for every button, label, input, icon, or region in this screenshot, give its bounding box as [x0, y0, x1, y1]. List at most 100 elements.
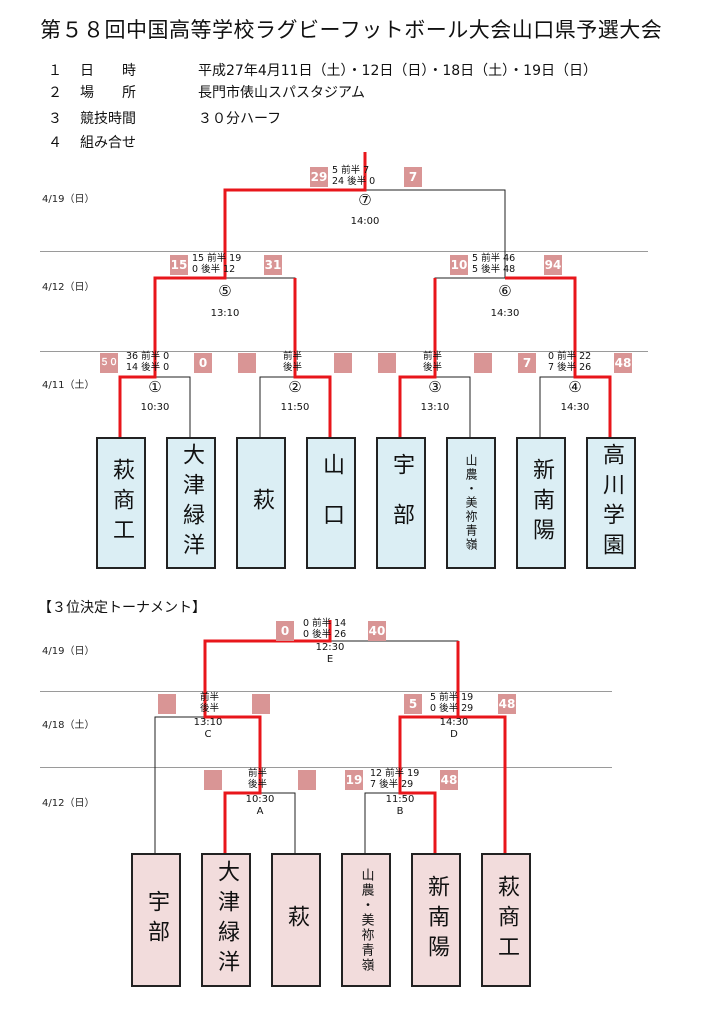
score-total-right: 0 — [194, 353, 212, 373]
info-label-venue: 場 所 — [80, 85, 136, 101]
score-total-left — [158, 694, 176, 714]
score-2h-right: 0 — [369, 176, 376, 187]
round-date-semifinal: 4/12（日） — [42, 282, 95, 293]
team-box: 宇部 — [376, 437, 426, 569]
match-code: C — [204, 729, 212, 740]
score-total-left — [204, 770, 222, 790]
info-value-venue: 長門市俵山スパスタジアム — [198, 85, 366, 101]
second-half-label: 後半 — [312, 629, 332, 640]
round-divider — [40, 351, 648, 352]
team-box: 山口 — [306, 437, 356, 569]
team-name: 宇部 — [389, 453, 414, 553]
first-half-label: 前半 — [423, 351, 443, 362]
team-box: 萩 — [271, 853, 321, 987]
round-divider — [40, 251, 648, 252]
second-half-label: 後半 — [200, 703, 220, 714]
second-half-label: 後半 — [283, 362, 303, 373]
score-total-left: 15 — [170, 255, 188, 275]
first-half-label: 前半 — [439, 692, 459, 703]
team-box: 萩商工 — [96, 437, 146, 569]
score-2h-right: 48 — [503, 264, 516, 275]
match-code: D — [450, 729, 458, 740]
score-1h-left: 5 — [332, 165, 339, 176]
match-time-value: 14:30 — [439, 717, 469, 728]
score-1h-right: 0 — [163, 351, 170, 362]
info-label-duration: 競技時間 — [80, 111, 136, 127]
info-value-duration: ３０分ハーフ — [198, 111, 282, 127]
team-name: 新南陽 — [529, 458, 554, 548]
half-scores: 前半後半 — [248, 768, 267, 790]
score-2h-left: 0 — [303, 629, 310, 640]
team-name: 新南陽 — [424, 875, 449, 965]
match-time: 14:00 — [350, 216, 380, 227]
score-2h-left: 5 — [472, 264, 479, 275]
team-box: 萩商工 — [481, 853, 531, 987]
second-half-label: 後半 — [201, 264, 221, 275]
score-1h-left: 12 — [370, 768, 383, 779]
first-half-label: 前半 — [283, 351, 303, 362]
match-number: ⑤ — [218, 282, 232, 300]
winner-path — [398, 278, 437, 437]
score-2h-left: 0 — [430, 703, 437, 714]
info-num-3: ３ — [48, 111, 62, 127]
first-half-label: 前半 — [207, 253, 227, 264]
score-total-right: 48 — [498, 694, 516, 714]
match-code: A — [256, 806, 264, 817]
second-half-label: 後半 — [481, 264, 501, 275]
team-box: 新南陽 — [411, 853, 461, 987]
match-code: E — [326, 654, 334, 665]
score-1h-left: 36 — [126, 351, 139, 362]
third-date-semifinal: 4/18（土） — [42, 720, 95, 731]
score-1h-right: 22 — [579, 351, 592, 362]
third-date-final: 4/19（日） — [42, 646, 95, 657]
score-total-right — [252, 694, 270, 714]
first-half-label: 前半 — [385, 768, 405, 779]
winner-path — [398, 641, 460, 853]
score-2h-left: 7 — [548, 362, 555, 373]
match-number: ① — [148, 378, 162, 396]
team-name: 大津緑洋 — [214, 860, 239, 980]
round-date-final: 4/19（日） — [42, 194, 95, 205]
team-name: 萩商工 — [109, 458, 134, 548]
team-name: 山口 — [319, 453, 344, 553]
team-box: 大津緑洋 — [166, 437, 216, 569]
score-total-right — [474, 353, 492, 373]
score-total-right — [298, 770, 316, 790]
first-half-label: 前半 — [557, 351, 577, 362]
score-1h-right: 7 — [363, 165, 370, 176]
second-half-label: 後半 — [557, 362, 577, 373]
first-half-label: 前半 — [341, 165, 361, 176]
team-box: 山農・美祢青嶺 — [341, 853, 391, 987]
match-time-value: 11:50 — [385, 794, 415, 805]
match-time: 13:10 — [420, 402, 450, 413]
second-half-label: 後半 — [248, 779, 268, 790]
winner-path — [203, 620, 332, 853]
score-1h-right: 46 — [503, 253, 516, 264]
score-2h-right: 0 — [163, 362, 170, 373]
first-half-label: 前半 — [141, 351, 161, 362]
score-2h-right: 12 — [223, 264, 236, 275]
score-2h-left: 14 — [126, 362, 139, 373]
team-name: 萩 — [284, 905, 309, 935]
score-total-left: 29 — [310, 167, 328, 187]
match-number: ⑥ — [498, 282, 512, 300]
team-name: 高川学園 — [599, 443, 624, 563]
winner-path — [118, 152, 367, 437]
score-total-right — [334, 353, 352, 373]
team-box: 萩 — [236, 437, 286, 569]
half-scores: 前半後半 — [283, 351, 302, 373]
info-label-date: 日 時 — [80, 63, 136, 79]
first-half-label: 前半 — [312, 618, 332, 629]
score-1h-right: 14 — [334, 618, 347, 629]
score-1h-right: 19 — [407, 768, 420, 779]
info-num-1: １ — [48, 63, 62, 79]
score-1h-left: 5 — [430, 692, 437, 703]
score-total-right: 31 — [264, 255, 282, 275]
third-place-heading: 【３位決定トーナメント】 — [38, 600, 206, 616]
